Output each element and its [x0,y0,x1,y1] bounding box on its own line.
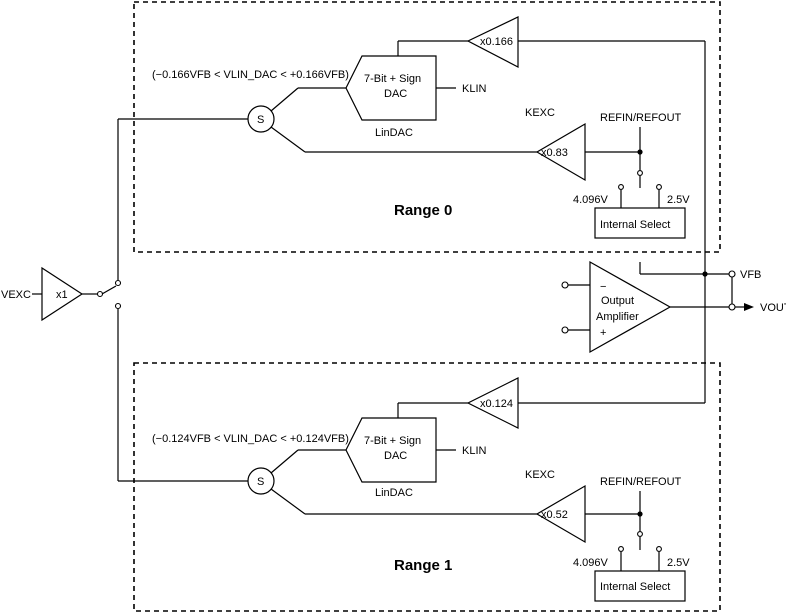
svg-text:Internal Select: Internal Select [600,219,670,231]
svg-text:Internal Select: Internal Select [600,581,670,593]
range1-lindac-caption: LinDAC [375,487,413,499]
range0-internal-select [594,207,686,239]
range1-klin: KLIN [462,445,487,457]
svg-text:x0.124: x0.124 [480,398,513,410]
range1-internal-select [594,570,686,602]
svg-text:DAC: DAC [384,450,407,462]
svg-text:x0.83: x0.83 [541,147,568,159]
svg-text:−: − [600,281,606,293]
range0-ref: REFIN/REFOUT [600,112,682,124]
svg-text:x0.52: x0.52 [541,509,568,521]
range1-equation: (−0.124VFB < VLIN_DAC < +0.124VFB) [152,433,349,445]
svg-text:S: S [257,476,264,488]
svg-text:4.096V: 4.096V [573,557,609,569]
range0-feedback-gain [466,16,519,68]
svg-text:DAC: DAC [384,88,407,100]
amp-inverting-pin [561,281,569,289]
svg-text:7-Bit + Sign: 7-Bit + Sign [364,73,421,85]
vfb-pin [728,270,736,278]
svg-text:S: S [257,114,264,126]
svg-text:4.096V: 4.096V [573,194,609,206]
svg-text:x0.166: x0.166 [480,36,513,48]
svg-text:+: + [600,327,606,339]
svg-text:2.5V: 2.5V [667,194,690,206]
range-switch-blade [101,285,117,295]
range0-title: Range 0 [394,202,452,219]
vout-arrow-icon [744,303,754,311]
range-switch-bottom [114,302,122,310]
amp-noninverting-pin [561,326,569,334]
vout-pin [728,303,736,311]
range0-lindac-caption: LinDAC [375,127,413,139]
input-buffer-gain: x1 [56,289,68,301]
svg-text:Amplifier: Amplifier [596,311,639,323]
range0-equation: (−0.166VFB < VLIN_DAC < +0.166VFB) [152,69,349,81]
range-switch-top [114,279,122,287]
range1-boundary [133,362,721,612]
input-buffer [41,266,84,322]
svg-text:2.5V: 2.5V [667,557,690,569]
range0-kexc: KEXC [525,107,555,119]
output-amplifier [589,260,672,354]
range0-boundary [133,1,721,253]
vexc-label: VEXC [1,289,31,301]
range1-kexc: KEXC [525,469,555,481]
vfb-label: VFB [740,269,761,281]
svg-text:Output: Output [601,295,634,307]
range0-klin: KLIN [462,83,487,95]
range1-title: Range 1 [394,557,452,574]
svg-text:7-Bit + Sign: 7-Bit + Sign [364,435,421,447]
vout-label: VOUT [760,302,786,314]
range1-summing-node [247,467,275,495]
range-switch-input [96,290,104,298]
range0-summing-node [247,105,275,133]
range1-ref: REFIN/REFOUT [600,476,682,488]
